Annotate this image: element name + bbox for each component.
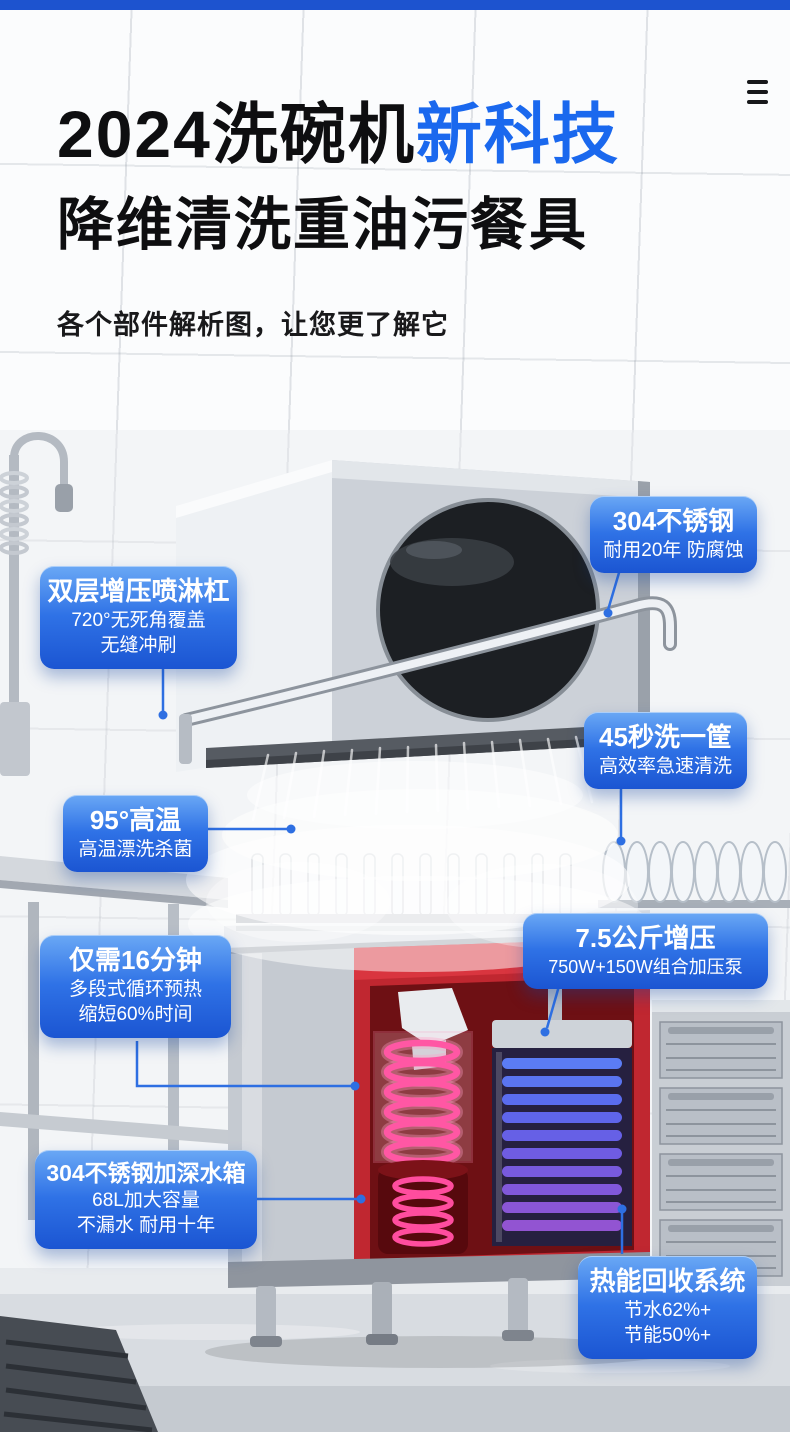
callout-line: 无缝冲刷 bbox=[100, 635, 177, 657]
callout-line: 高温漂洗杀菌 bbox=[78, 838, 193, 860]
menu-bar bbox=[747, 90, 768, 94]
top-accent-bar bbox=[0, 0, 790, 10]
callout-line: 缩短60%时间 bbox=[78, 1004, 193, 1026]
main-title-accent: 新科技 bbox=[415, 97, 620, 171]
callout-quick-cycle: 仅需16分钟 多段式循环预热 缩短60%时间 bbox=[40, 935, 231, 1038]
callout-title: 304不锈钢 bbox=[612, 506, 735, 536]
callout-heat-recovery: 热能回收系统 节水62%+ 节能50%+ bbox=[578, 1256, 757, 1359]
callout-line: 节水62%+ bbox=[623, 1299, 712, 1321]
callout-fast-wash: 45秒洗一筐 高效率急速清洗 bbox=[584, 712, 747, 790]
callout-title: 仅需16分钟 bbox=[69, 945, 202, 975]
callout-stainless-steel: 304不锈钢 耐用20年 防腐蚀 bbox=[590, 496, 757, 574]
callout-deep-water-tank: 304不锈钢加深水箱 68L加大容量 不漏水 耐用十年 bbox=[35, 1150, 257, 1250]
callout-title: 7.5公斤增压 bbox=[575, 923, 716, 953]
callout-line: 750W+150W组合加压泵 bbox=[548, 956, 743, 977]
callout-title: 45秒洗一筐 bbox=[599, 722, 732, 752]
callout-title: 热能回收系统 bbox=[589, 1266, 746, 1296]
menu-icon bbox=[747, 80, 768, 104]
menu-bar bbox=[747, 100, 768, 104]
callout-line: 高效率急速清洗 bbox=[598, 755, 732, 777]
main-title-black: 2024洗碗机 bbox=[57, 97, 416, 171]
callout-title: 304不锈钢加深水箱 bbox=[46, 1160, 246, 1186]
subtitle: 降维清洗重油污餐具 bbox=[57, 193, 588, 258]
callout-high-temp: 95°高温 高温漂洗杀菌 bbox=[63, 795, 208, 873]
callout-line: 不漏水 耐用十年 bbox=[76, 1215, 216, 1237]
menu-bar bbox=[747, 80, 768, 84]
callout-pressure-pump: 7.5公斤增压 750W+150W组合加压泵 bbox=[523, 913, 768, 989]
callout-line: 多段式循环预热 bbox=[68, 978, 202, 1000]
main-title: 2024洗碗机新科技 bbox=[57, 97, 620, 171]
description-text: 各个部件解析图，让您更了解它 bbox=[57, 310, 449, 341]
hero-title-block: 2024洗碗机新科技 降维清洗重油污餐具 各个部件解析图，让您更了解它 bbox=[57, 97, 620, 342]
callout-line: 720°无死角覆盖 bbox=[71, 609, 206, 631]
callout-title: 双层增压喷淋杠 bbox=[47, 576, 230, 606]
callout-line: 68L加大容量 bbox=[92, 1189, 200, 1211]
callout-spray-arm: 双层增压喷淋杠 720°无死角覆盖 无缝冲刷 bbox=[40, 566, 237, 669]
callout-line: 耐用20年 防腐蚀 bbox=[603, 539, 744, 561]
callout-title: 95°高温 bbox=[89, 805, 182, 835]
callout-line: 节能50%+ bbox=[623, 1325, 712, 1347]
